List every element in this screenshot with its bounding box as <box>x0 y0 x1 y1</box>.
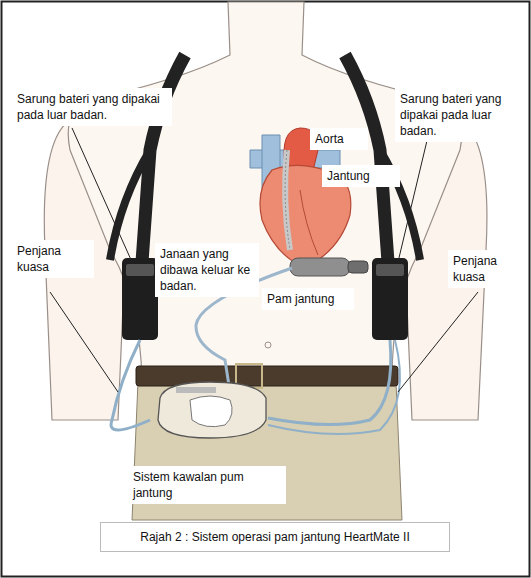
cable <box>111 340 150 430</box>
cable <box>268 340 400 434</box>
battery-holster <box>122 258 158 340</box>
part-label: Sarung bateri yang dipakai pada luar bad… <box>12 88 172 126</box>
part-label: Pam jantung <box>262 288 354 310</box>
torso <box>68 2 462 380</box>
part-label: Sarung bateri yang dipakai pada luar bad… <box>395 88 525 142</box>
part-label: Sistem kawalan pum jantung <box>128 466 286 504</box>
navel <box>265 342 271 348</box>
figure-caption: Rajah 2 : Sistem operasi pam jantung Hea… <box>100 522 450 552</box>
belt <box>136 366 398 386</box>
heart-line <box>300 190 318 255</box>
leader-line <box>398 128 430 262</box>
part-label: Jantung <box>322 165 400 187</box>
battery-holster <box>372 258 408 340</box>
pump <box>348 261 368 273</box>
leader-line <box>398 292 478 392</box>
cable <box>268 340 391 425</box>
outflow-graft <box>285 150 290 250</box>
part-label: Aorta <box>310 128 368 150</box>
leader-line <box>50 292 118 392</box>
part-label: Penjana kuasa <box>12 240 94 278</box>
part-label: Penjana kuasa <box>448 250 526 288</box>
battery-holster <box>376 264 404 276</box>
controller-face <box>190 396 232 427</box>
harness-strap <box>110 150 150 260</box>
controller-display <box>176 387 216 393</box>
battery-holster <box>126 264 154 276</box>
part-label: Janaan yang dibawa keluar ke badan. <box>155 243 259 297</box>
pump <box>290 258 350 276</box>
outflow-graft <box>285 150 290 250</box>
controller <box>158 382 266 438</box>
